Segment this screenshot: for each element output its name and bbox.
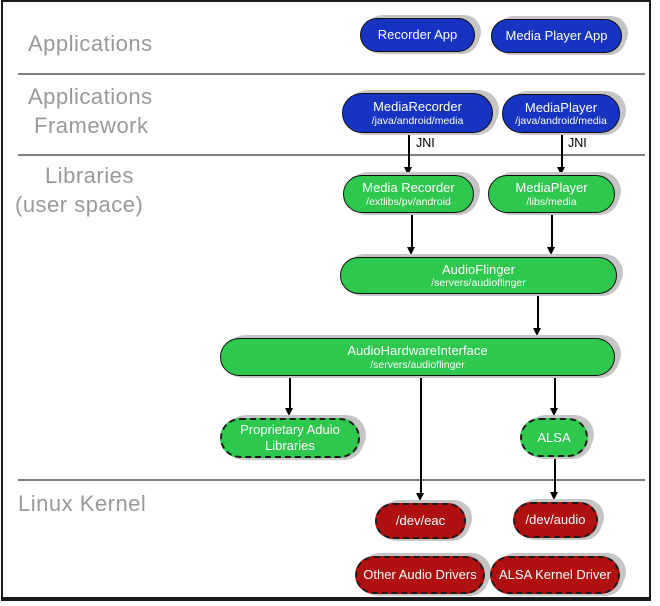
node-mediaplayer-framework: MediaPlayer /java/android/media — [502, 94, 620, 133]
node-recorder-app: Recorder App — [360, 18, 475, 52]
node-proprietary-audio-libraries-label-line2: Libraries — [265, 438, 315, 453]
arrow-ahi-to-dev-eac-head — [416, 493, 424, 501]
layer-label-linux-kernel: Linux Kernel — [18, 491, 147, 516]
arrow-mediarecorder-jni-head — [404, 167, 412, 175]
arrow-mediaplayer-jni-head — [557, 167, 565, 175]
node-audioflinger: AudioFlinger /servers/audioflinger — [340, 257, 617, 294]
jni-label-right: JNI — [568, 136, 587, 150]
node-mediaplayer-library-path: /libs/media — [526, 195, 577, 208]
node-alsa-label: ALSA — [537, 429, 571, 445]
node-dev-eac: /dev/eac — [375, 503, 466, 539]
node-mediarecorder-framework: MediaRecorder /java/android/media — [342, 93, 493, 133]
node-proprietary-audio-libraries-label-line1: Proprietary Aduio — [240, 422, 340, 438]
arrow-ahi-to-proprietary-line — [289, 376, 291, 408]
node-alsa-kernel-driver: ALSA Kernel Driver — [490, 556, 620, 594]
node-dev-audio: /dev/audio — [513, 502, 598, 538]
arrow-mediarecorder-jni-line — [408, 133, 410, 167]
node-audio-hardware-interface-label: AudioHardwareInterface — [347, 343, 488, 359]
arrow-mediaplayer-to-audioflinger-head — [547, 247, 555, 255]
node-mediarecorder-framework-path: /java/android/media — [371, 114, 464, 127]
node-media-player-app: Media Player App — [491, 19, 622, 53]
arrow-mediaplayer-to-audioflinger-line — [551, 213, 553, 247]
arrow-mediarecorder-to-audioflinger-head — [407, 247, 415, 255]
arrow-ahi-to-alsa-head — [550, 408, 558, 416]
node-mediarecorder-framework-label: MediaRecorder — [373, 99, 462, 115]
layer-label-libraries-line1: Libraries — [45, 163, 134, 188]
node-media-recorder-library-path: /extlibs/pv/android — [366, 195, 451, 208]
arrow-alsa-to-dev-audio-line — [554, 457, 556, 492]
arrow-audioflinger-to-ahi-line — [537, 294, 539, 328]
node-proprietary-audio-libraries: Proprietary Aduio Libraries — [220, 418, 360, 458]
node-mediaplayer-library-label: MediaPlayer — [515, 180, 588, 196]
node-dev-eac-label: /dev/eac — [395, 513, 446, 529]
layer-label-framework-line2: Framework — [34, 113, 149, 138]
node-recorder-app-label: Recorder App — [377, 27, 458, 43]
arrow-alsa-to-dev-audio-head — [550, 492, 558, 500]
node-media-player-app-label: Media Player App — [505, 28, 608, 44]
node-mediaplayer-framework-path: /java/android/media — [515, 115, 607, 128]
layer-label-libraries-line2: (user space) — [15, 192, 144, 217]
node-audioflinger-label: AudioFlinger — [442, 261, 515, 277]
node-alsa-kernel-driver-label: ALSA Kernel Driver — [499, 567, 611, 583]
node-alsa: ALSA — [520, 418, 588, 457]
layer-divider-applications — [18, 73, 645, 75]
node-audio-hardware-interface: AudioHardwareInterface /servers/audiofli… — [220, 338, 615, 376]
arrow-ahi-to-alsa-line — [554, 376, 556, 408]
node-dev-audio-label: /dev/audio — [525, 512, 586, 528]
arrow-ahi-to-dev-eac-line — [420, 376, 422, 493]
layer-divider-framework — [18, 154, 645, 156]
layer-divider-kernel — [18, 479, 645, 481]
node-media-recorder-library: Media Recorder /extlibs/pv/android — [343, 175, 474, 213]
arrow-audioflinger-to-ahi-head — [533, 328, 541, 336]
node-other-audio-drivers: Other Audio Drivers — [355, 556, 485, 594]
arrow-mediarecorder-to-audioflinger-line — [411, 213, 413, 247]
layer-label-applications: Applications — [28, 31, 153, 56]
arrow-mediaplayer-jni-line — [561, 132, 563, 167]
jni-label-left: JNI — [416, 136, 435, 150]
node-media-recorder-library-label: Media Recorder — [362, 180, 455, 196]
node-other-audio-drivers-label: Other Audio Drivers — [363, 567, 477, 583]
node-audio-hardware-interface-path: /servers/audioflinger — [370, 358, 465, 371]
node-mediaplayer-library: MediaPlayer /libs/media — [488, 175, 615, 213]
layer-label-framework-line1: Applications — [28, 84, 153, 109]
node-mediaplayer-framework-label: MediaPlayer — [524, 99, 598, 115]
arrow-ahi-to-proprietary-head — [285, 408, 293, 416]
node-audioflinger-path: /servers/audioflinger — [431, 277, 526, 290]
